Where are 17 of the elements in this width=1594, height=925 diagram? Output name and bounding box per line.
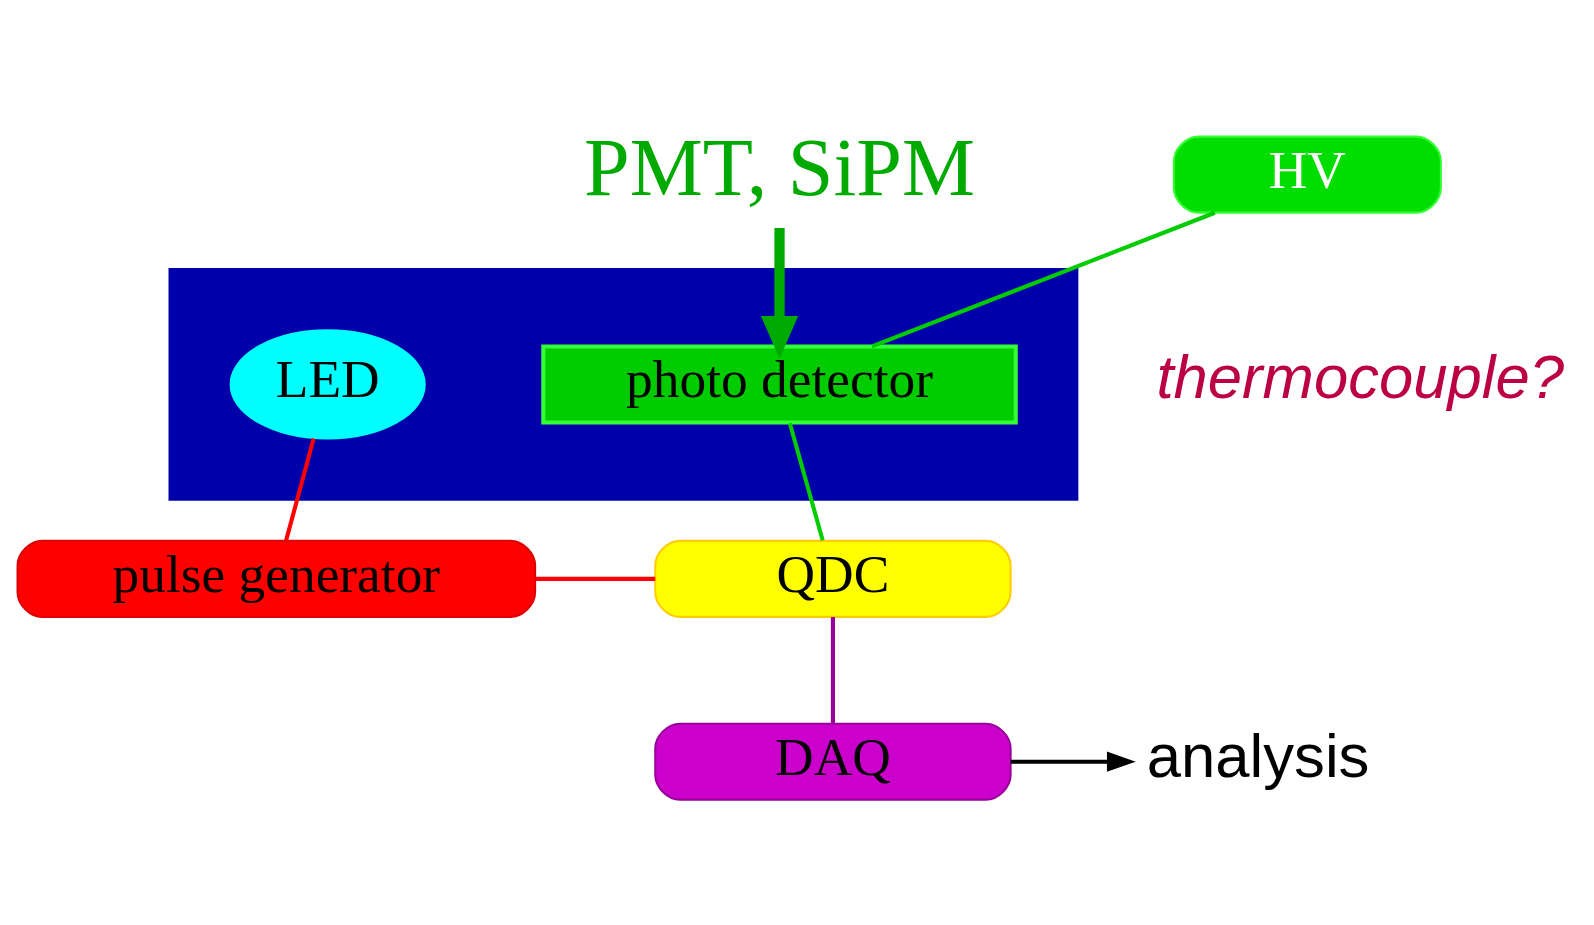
node-box: HV [1172, 135, 1442, 214]
node-box: QDC [653, 539, 1012, 618]
arrow [1010, 751, 1136, 772]
node-box: DAQ [653, 722, 1012, 801]
connector [535, 576, 655, 581]
label: thermocouple? [1155, 341, 1564, 411]
node-box: photo detector [540, 344, 1018, 425]
node-box: pulse generator [16, 539, 536, 618]
arrow [760, 228, 798, 359]
cluster [168, 268, 1078, 501]
connector [830, 617, 835, 724]
node-text: analysis [1146, 721, 1369, 791]
node-text: PMT, SiPM [583, 122, 975, 214]
connector [283, 438, 316, 542]
connector [870, 210, 1216, 349]
connector [787, 422, 825, 541]
node-ellipse: LED [229, 329, 426, 440]
